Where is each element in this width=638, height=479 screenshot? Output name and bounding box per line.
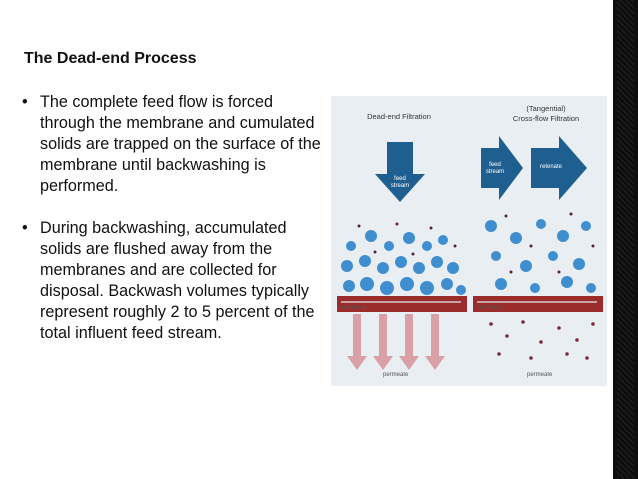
filtration-diagram-graphic — [337, 136, 603, 370]
retenate-arrow — [531, 136, 587, 200]
bullet-item: • The complete feed flow is forced throu… — [22, 92, 322, 197]
feed-stream-right-label: feed stream — [485, 162, 505, 175]
dead-end-title: Dead-end Filtration — [367, 112, 431, 121]
membrane-texture — [341, 301, 597, 303]
bullet-text: During backwashing, accumulated solids a… — [40, 219, 315, 342]
permeate-arrows-left — [347, 314, 445, 370]
decorative-right-strip — [613, 0, 638, 479]
bullet-text: The complete feed flow is forced through… — [40, 93, 321, 195]
particles-left — [341, 230, 466, 295]
permeate-right-label: permeate — [527, 372, 553, 378]
filtration-diagram: Dead-end Filtration (Tangential) Cross-f… — [331, 96, 607, 386]
membrane-left-label: membrane — [337, 305, 366, 311]
feed-arrow-right — [481, 136, 523, 200]
hatch-pattern — [617, 0, 634, 479]
slide-title: The Dead-end Process — [24, 50, 197, 67]
particles-right — [485, 219, 596, 293]
feed-stream-left-label: feed stream — [390, 176, 410, 189]
crossflow-title-line1: (Tangential) — [526, 104, 566, 113]
membrane-right-label: membrane — [475, 305, 504, 311]
permeate-dots-right — [489, 320, 595, 360]
small-particles — [357, 212, 595, 274]
crossflow-title-line2: Cross-flow Filtration — [512, 114, 580, 123]
membrane-right-band — [473, 296, 603, 312]
retenate-label: retenate — [539, 164, 563, 170]
bullet-marker: • — [22, 219, 28, 237]
membrane-left-band — [337, 296, 467, 312]
bullet-marker: • — [22, 93, 28, 111]
bullet-list: • The complete feed flow is forced throu… — [22, 92, 322, 365]
feed-arrow-left — [375, 142, 425, 202]
bullet-item: • During backwashing, accumulated solids… — [22, 218, 322, 344]
permeate-left-label: permeate — [383, 372, 409, 378]
